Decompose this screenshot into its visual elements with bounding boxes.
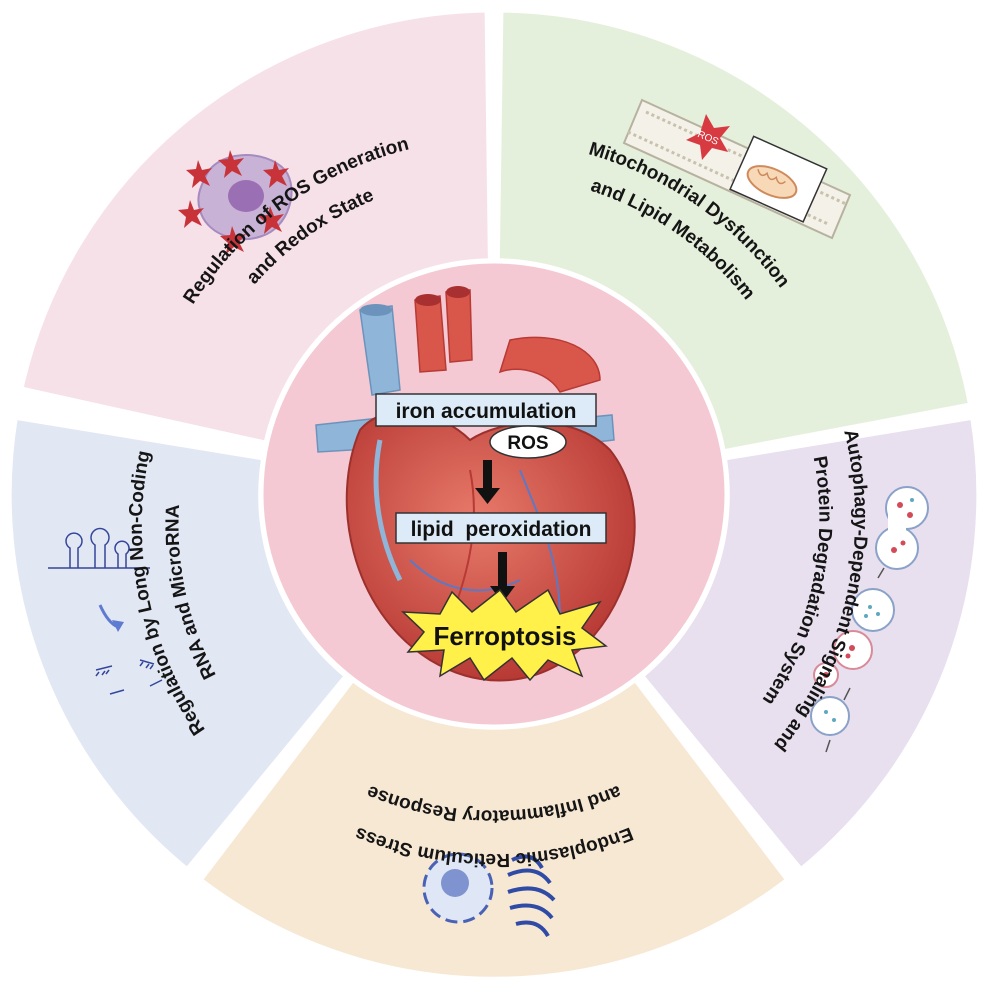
iron-accumulation-label: iron accumulation xyxy=(396,400,577,423)
autophagy-illustration xyxy=(810,486,929,753)
ros-ellipse: ROS xyxy=(489,425,567,459)
ferroptosis-burst: Ferroptosis xyxy=(401,588,608,682)
rna-illustration xyxy=(48,527,163,695)
lipid-peroxidation-label: lipid peroxidation xyxy=(411,518,592,541)
ferroptosis-label: Ferroptosis xyxy=(433,621,576,651)
mitochondria-illustration: ROS xyxy=(622,98,852,240)
arrow-to-lipid-peroxidation xyxy=(475,460,500,504)
er-illustration xyxy=(422,852,556,938)
lipid-peroxidation-box: lipid peroxidation xyxy=(395,512,607,544)
ros-cell-illustration xyxy=(178,150,293,254)
iron-accumulation-box: iron accumulation xyxy=(375,393,597,427)
ros-label: ROS xyxy=(507,433,548,454)
